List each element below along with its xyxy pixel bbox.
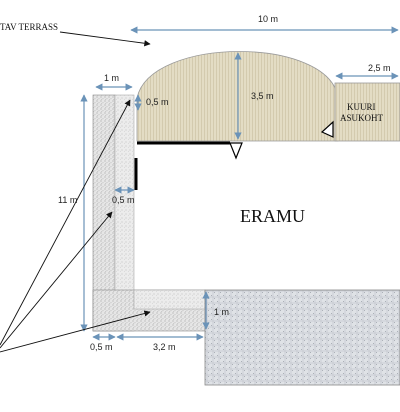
dim-left-height: 11 m [58, 195, 77, 205]
dim-left-strip-width: 1 m [104, 73, 119, 83]
bottom-inner-strip [133, 289, 206, 310]
dim-bottom-length: 3,2 m [153, 342, 176, 352]
house-label: ERAMU [240, 206, 305, 226]
dim-terrace-depth: 3,5 m [251, 91, 274, 101]
dim-total-width: 10 m [258, 14, 278, 24]
dim-shed-width: 2,5 m [368, 63, 391, 73]
shed-label-line1: KUURI [347, 102, 376, 112]
dim-gap-top: 0,5 m [146, 97, 169, 107]
pointer-arrows [0, 31, 151, 353]
dim-gap-mid: 0,5 m [112, 195, 135, 205]
door-swing [229, 142, 243, 160]
shed-label-line2: ASUKOHT [340, 113, 384, 123]
dim-gap-bottom: 0,5 m [90, 342, 113, 352]
terrace-label: TAV TERRASS [0, 22, 58, 32]
shed-door-swing [320, 120, 334, 138]
dim-bottom-strip-height: 1 m [214, 307, 229, 317]
paving-area [204, 289, 400, 386]
shed-area [334, 82, 400, 142]
dimension-lines [80, 26, 399, 341]
